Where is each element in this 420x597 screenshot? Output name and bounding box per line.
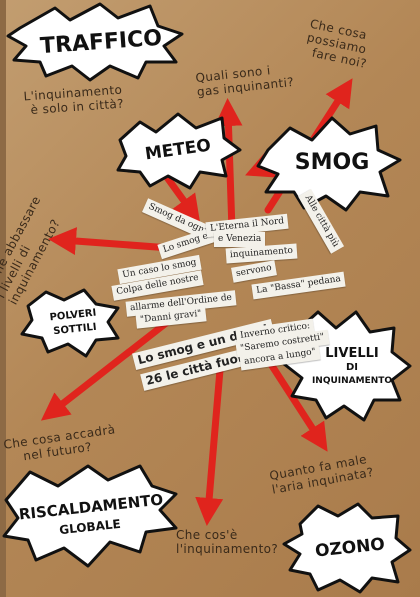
arrow-downleft xyxy=(40,316,174,421)
question-cose: Che cos'è l'inquinamento? xyxy=(176,528,278,556)
burst-polveri xyxy=(20,288,120,358)
burst-smog xyxy=(256,116,402,212)
livelli-label-3: INQUINAMENTO xyxy=(311,376,393,386)
smog-label: SMOG xyxy=(294,150,370,175)
arrow-down xyxy=(195,366,224,526)
burst-meteo xyxy=(116,112,242,190)
wall-edge xyxy=(0,0,6,597)
livelli-label-1: LIVELLI xyxy=(325,346,379,361)
burst-traffico xyxy=(6,2,184,82)
clipping: e Venezia xyxy=(214,232,266,247)
burst-riscaldamento xyxy=(2,464,178,568)
question-line: Che cos'è xyxy=(176,528,238,542)
burst-ozono xyxy=(282,502,412,594)
livelli-label-2: DI xyxy=(345,362,359,373)
arrow-up xyxy=(214,98,243,234)
question-line: l'inquinamento? xyxy=(176,542,279,556)
arrow-left xyxy=(48,227,174,255)
